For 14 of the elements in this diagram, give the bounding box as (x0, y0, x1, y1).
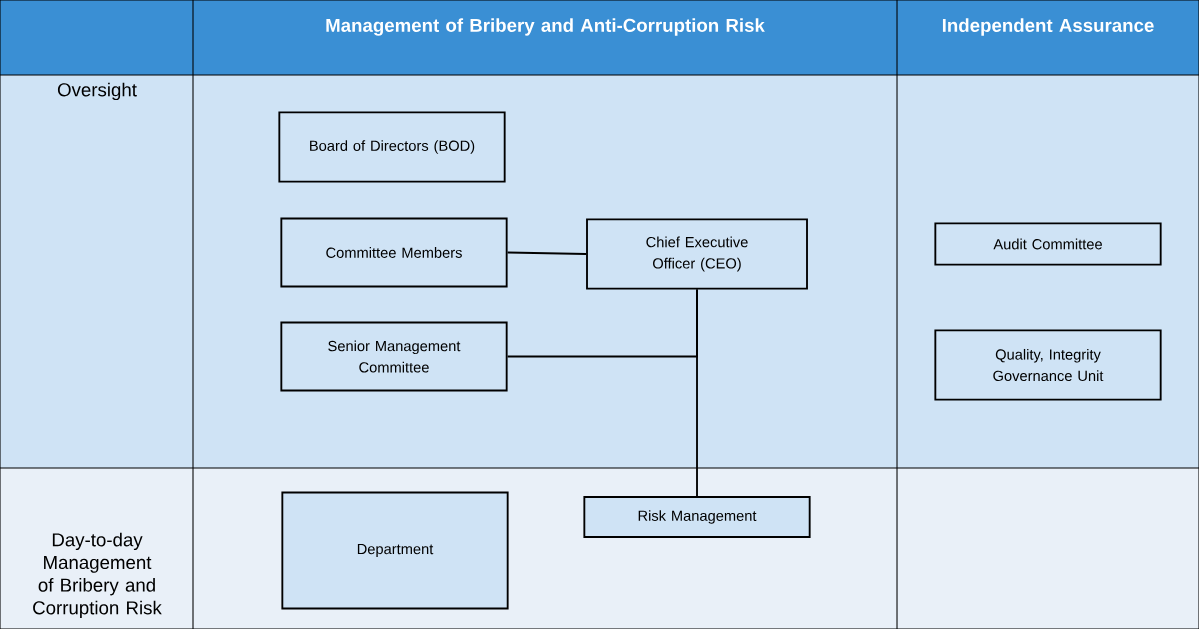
column-header: Independent Assurance (942, 18, 1154, 36)
process-box: Quality, Integrity Governance Unit (934, 329, 1162, 401)
connector-line (506, 288, 698, 358)
process-box: Committee Members (280, 217, 508, 288)
column-header: Management of Bribery and Anti-Corruption Risk (326, 18, 765, 36)
row-header: Day-to-day Management of Bribery and Corruption Risk (33, 532, 162, 619)
process-box: Board of Directors (BOD) (278, 111, 506, 183)
process-box: Senior Management Committee (280, 321, 508, 392)
row-header: Oversight (57, 82, 137, 101)
process-box: Risk Management (583, 496, 811, 538)
process-box: Chief Executive Officer (CEO) (586, 218, 808, 290)
process-box: Audit Committee (934, 222, 1162, 266)
process-box: Department (281, 491, 509, 610)
connector-line (506, 251, 587, 255)
